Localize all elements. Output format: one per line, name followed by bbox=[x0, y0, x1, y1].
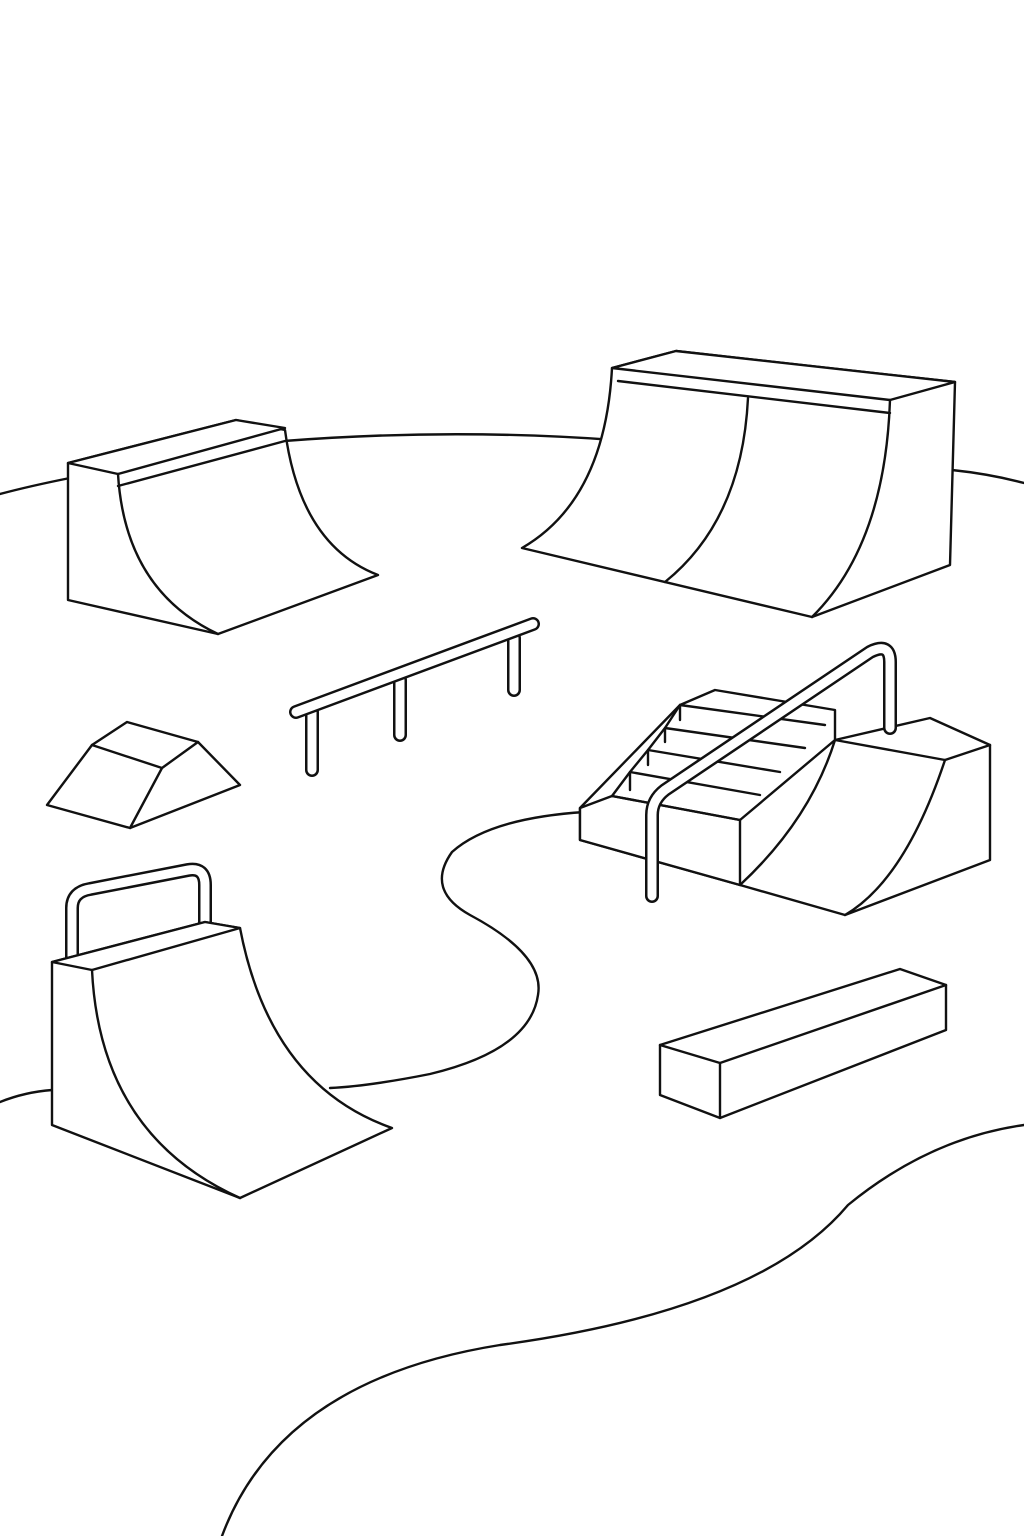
horizon-line-right bbox=[950, 468, 1024, 485]
grind-rail bbox=[289, 617, 540, 777]
horizon-line-left bbox=[0, 476, 72, 496]
skate-path-curve bbox=[328, 810, 587, 1090]
horizon-line-middle bbox=[282, 433, 616, 443]
quarter-pipe-top-left bbox=[66, 418, 380, 636]
ground-lines bbox=[0, 433, 1024, 1536]
ground-line-bottom-curve bbox=[220, 1123, 1024, 1536]
quarter-pipe-top-right bbox=[520, 349, 957, 619]
stair-set-with-ramp bbox=[578, 641, 992, 917]
ground-line-lower-left bbox=[0, 1088, 54, 1104]
grind-box-ledge bbox=[658, 967, 948, 1120]
quarter-pipe-bottom-left bbox=[50, 862, 394, 1200]
funbox-pyramid bbox=[45, 720, 242, 830]
